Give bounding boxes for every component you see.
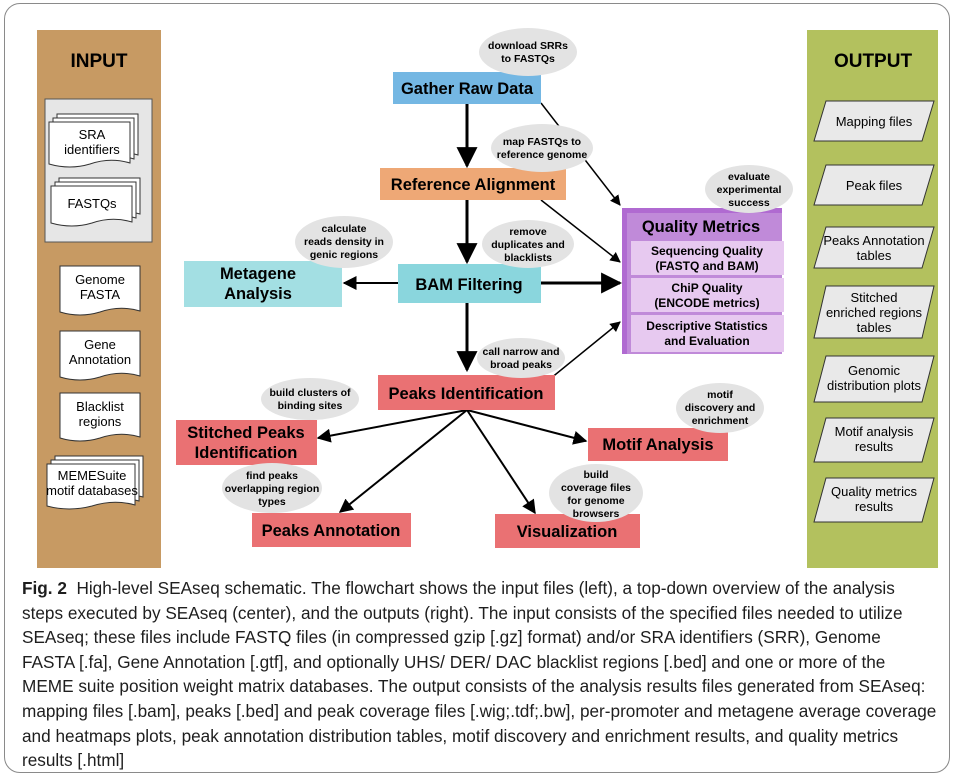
step-peaks-identification: Peaks Identification xyxy=(378,375,555,410)
caption-text: High-level SEAseq schematic. The flowcha… xyxy=(22,578,937,771)
arrow-peaks-to-annotation xyxy=(338,409,468,513)
mapping-files-label: Mapping files xyxy=(836,114,913,129)
step-peaks-annotation: Peaks Annotation xyxy=(252,513,411,547)
gather-raw-data-label: Gather Raw Data xyxy=(401,80,534,98)
output-mapping-files: Mapping files xyxy=(813,100,935,142)
quality-metrics-box: Quality Metrics Sequencing Quality(FASTQ… xyxy=(622,208,784,354)
arrow-peaks-to-quality xyxy=(544,321,621,384)
flow-arrows xyxy=(316,102,623,515)
step-visualization: Visualization xyxy=(495,514,640,548)
figure-caption: Fig. 2 High-level SEAseq schematic. The … xyxy=(22,576,937,773)
fastqs-label: FASTQs xyxy=(67,196,117,211)
quality-metrics-title: Quality Metrics xyxy=(642,218,760,236)
peak-files-label: Peak files xyxy=(846,178,903,193)
step-gather-raw-data: Gather Raw Data xyxy=(393,72,541,104)
bam-filtering-label: BAM Filtering xyxy=(415,276,522,294)
arrow-align-to-quality xyxy=(540,199,621,263)
chip-quality-label: ChiP Quality(ENCODE metrics) xyxy=(654,281,759,310)
quality-item-descriptive xyxy=(631,315,784,352)
output-peak-files: Peak files xyxy=(813,164,935,206)
peaks-identification-label: Peaks Identification xyxy=(389,385,544,403)
quality-item-chip xyxy=(631,278,784,312)
caption-label: Fig. 2 xyxy=(22,578,67,598)
visualization-label: Visualization xyxy=(517,523,618,541)
quality-item-sequencing xyxy=(631,241,784,275)
step-motif-analysis: Motif Analysis xyxy=(588,428,728,461)
input-title: INPUT xyxy=(71,51,128,72)
output-title: OUTPUT xyxy=(834,51,913,72)
reference-alignment-label: Reference Alignment xyxy=(391,176,556,194)
sequencing-quality-label: Sequencing Quality(FASTQ and BAM) xyxy=(651,244,763,273)
input-fastqs: FASTQs xyxy=(50,177,141,227)
arrow-peaks-to-stitched xyxy=(316,409,468,443)
step-reference-alignment: Reference Alignment xyxy=(380,168,566,200)
step-bam-filtering: BAM Filtering xyxy=(398,264,541,303)
arrow-peaks-to-visualization xyxy=(466,409,536,515)
arrow-peaks-to-motif xyxy=(466,409,588,445)
peaks-annotation-label: Peaks Annotation xyxy=(262,522,401,540)
figure-frame xyxy=(4,3,950,773)
motif-analysis-label: Motif Analysis xyxy=(602,436,713,454)
